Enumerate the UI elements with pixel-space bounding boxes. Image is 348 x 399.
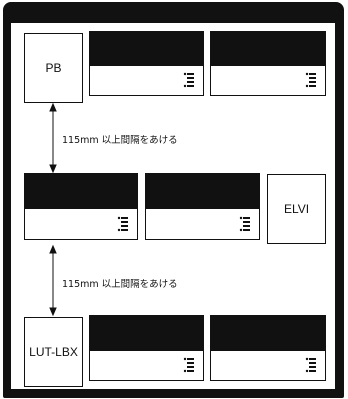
module-row1-1 [89,31,204,96]
module-row3-2 [210,315,326,381]
module-row3-1 [89,315,204,381]
elvi-box: ELVI [267,174,326,244]
dot-list-icon [117,216,128,232]
pb-box: PB [24,33,83,103]
lower-spacing-label: 115mm 以上間隔をあける [62,279,178,290]
dot-list-icon [305,357,316,373]
dot-list-icon [183,72,194,88]
pb-label: PB [45,61,62,75]
module-row2-1 [24,173,138,240]
lut-lbx-box: LUT-LBX [24,317,83,387]
module-row2-2 [145,173,260,240]
elvi-label: ELVI [283,202,310,216]
dot-list-icon [239,216,250,232]
module-row1-2 [210,31,326,96]
upper-spacing-label: 115mm 以上間隔をあける [62,135,178,146]
dot-list-icon [305,72,316,88]
lut-lbx-label: LUT-LBX [29,345,78,359]
dot-list-icon [183,357,194,373]
